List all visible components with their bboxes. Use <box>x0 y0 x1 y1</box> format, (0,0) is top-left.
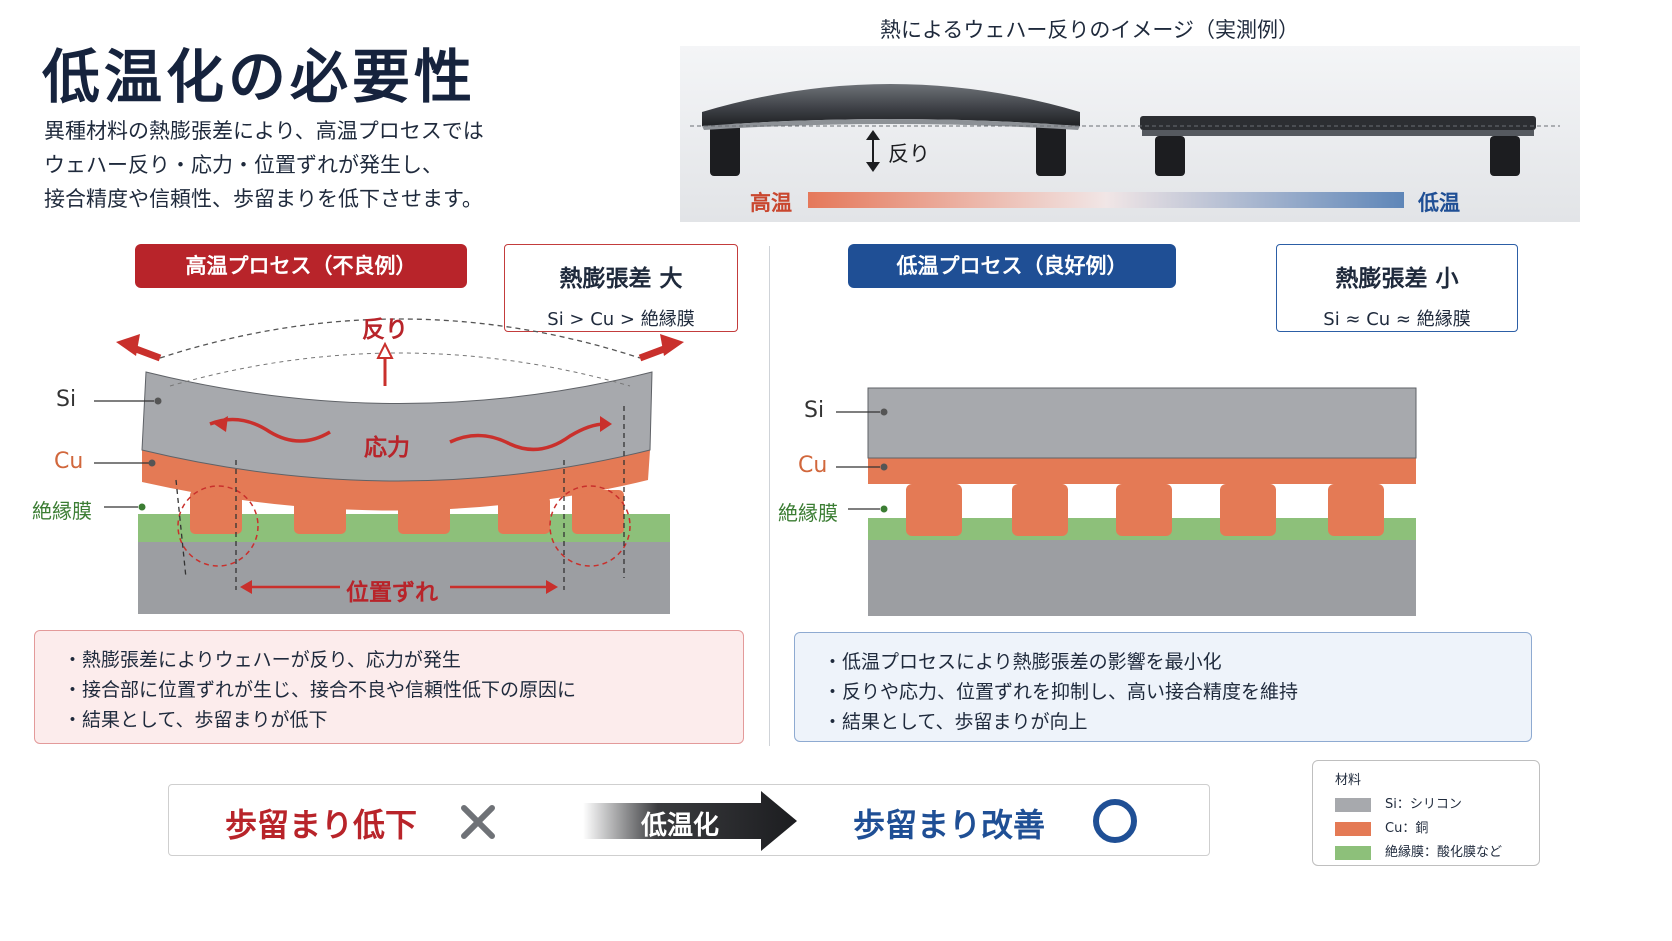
warp-photo-graphic <box>680 46 1580 222</box>
low-insulator-label: 絶縁膜 <box>778 501 838 525</box>
high-info-formula: Si > Cu > 絶縁膜 <box>547 309 695 330</box>
high-info-box: 熱膨張差 大 Si > Cu > 絶縁膜 <box>504 244 738 332</box>
scale-high-label: 高温 <box>750 191 792 215</box>
low-process-tag: 低温プロセス（良好例） <box>848 244 1176 288</box>
legend-title: 材料 <box>1335 773 1362 788</box>
low-si-label: Si <box>804 398 825 423</box>
legend-label-insulator: 絶縁膜：酸化膜など <box>1385 845 1503 860</box>
legend: 材料 Si：シリコン Cu：銅 絶縁膜：酸化膜など <box>1312 760 1540 866</box>
cross-mark-icon <box>461 805 495 839</box>
high-warp-label: 反り <box>362 317 408 343</box>
legend-item-cu: Cu：銅 <box>1335 817 1428 836</box>
high-shift-label: 位置ずれ <box>346 580 438 606</box>
intro-line-3: 接合精度や信頼性、歩留まりを低下させます。 <box>44 187 483 211</box>
low-note-2: ・反りや応力、位置ずれを抑制し、高い接合精度を維持 <box>823 681 1299 703</box>
high-notes-box: ・熱膨張差によりウェハーが反り、応力が発生 ・接合部に位置ずれが生じ、接合不良や… <box>34 630 744 744</box>
low-info-title: 熱膨張差 小 <box>1335 266 1459 292</box>
high-cu-label: Cu <box>54 449 84 474</box>
high-info-title: 熱膨張差 大 <box>559 266 683 292</box>
low-info-formula: Si ≈ Cu ≈ 絶縁膜 <box>1323 309 1471 330</box>
legend-label-cu: Cu：銅 <box>1385 821 1429 836</box>
low-diagram-graphic <box>836 387 1417 616</box>
legend-item-insulator: 絶縁膜：酸化膜など <box>1335 841 1502 860</box>
legend-item-si: Si：シリコン <box>1335 793 1462 812</box>
high-insulator-label: 絶縁膜 <box>32 499 92 523</box>
result-arrow-label: 低温化 <box>641 811 720 841</box>
intro-line-1: 異種材料の熱膨張差により、高温プロセスでは <box>44 119 484 143</box>
high-si-label: Si <box>56 387 77 412</box>
up-arrow-icon <box>376 341 394 359</box>
high-stress-label: 応力 <box>364 435 410 461</box>
low-diagram: Si Cu 絶縁膜 <box>770 380 1470 630</box>
circle-mark-icon <box>1093 799 1137 843</box>
low-note-3: ・結果として、歩留まりが向上 <box>823 711 1088 733</box>
high-diagram: 反り 応力 位置ずれ Si Cu 絶縁膜 <box>0 300 760 630</box>
legend-swatch-si <box>1335 797 1371 812</box>
legend-label-si: Si：シリコン <box>1385 797 1462 812</box>
high-note-3: ・結果として、歩留まりが低下 <box>63 709 328 731</box>
low-cu-label: Cu <box>798 453 828 478</box>
legend-swatch-cu <box>1335 821 1371 836</box>
high-process-tag: 高温プロセス（不良例） <box>135 244 467 288</box>
result-bad-label: 歩留まり低下 <box>225 806 418 844</box>
low-note-1: ・低温プロセスにより熱膨張差の影響を最小化 <box>823 651 1222 673</box>
scale-low-label: 低温 <box>1418 191 1460 215</box>
high-note-2: ・接合部に位置ずれが生じ、接合不良や信頼性低下の原因に <box>63 679 577 701</box>
legend-swatch-insulator <box>1335 845 1371 860</box>
page-title: 低温化の必要性 <box>42 43 477 111</box>
low-info-box: 熱膨張差 小 Si ≈ Cu ≈ 絶縁膜 <box>1276 244 1518 332</box>
right-arrow-icon <box>583 791 797 851</box>
center-divider <box>769 246 770 746</box>
high-note-1: ・熱膨張差によりウェハーが反り、応力が発生 <box>63 649 461 671</box>
low-notes-box: ・低温プロセスにより熱膨張差の影響を最小化 ・反りや応力、位置ずれを抑制し、高い… <box>794 632 1532 742</box>
photo-warp-label: 反り <box>888 142 930 166</box>
intro-line-2: ウェハー反り・応力・位置ずれが発生し、 <box>44 153 443 177</box>
high-diagram-graphic <box>94 318 684 614</box>
warp-photo: 反り 高温 低温 <box>680 46 1580 222</box>
photo-title: 熱によるウェハー反りのイメージ（実測例） <box>880 18 1299 42</box>
result-good-label: 歩留まり改善 <box>853 806 1046 844</box>
result-bar: 歩留まり低下 低温化 歩留まり改善 <box>168 784 1210 856</box>
intro-text: 異種材料の熱膨張差により、高温プロセスでは ウェハー反り・応力・位置ずれが発生し… <box>44 114 484 216</box>
